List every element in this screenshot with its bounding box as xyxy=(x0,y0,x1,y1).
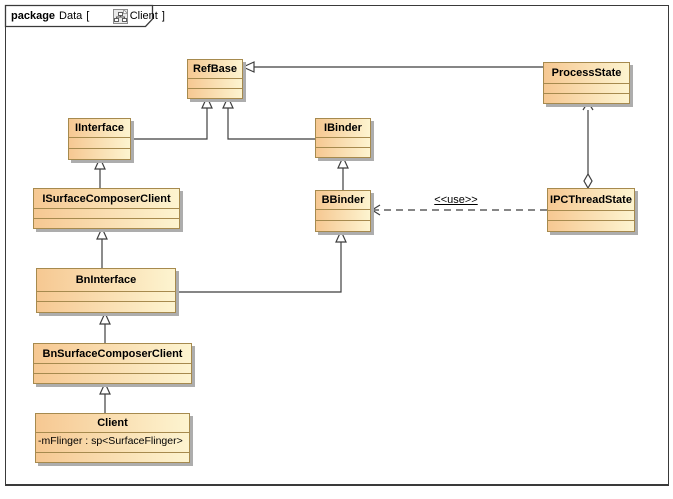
diagram-name: Client xyxy=(129,10,158,22)
operations-compartment xyxy=(34,218,179,228)
operations-compartment xyxy=(316,220,370,231)
class-name: ProcessState xyxy=(551,67,622,79)
attribute-mflinger: -mFlinger : sp<SurfaceFlinger> xyxy=(38,435,183,447)
class-name: IPCThreadState xyxy=(550,193,632,206)
class-name: IInterface xyxy=(75,122,124,134)
class-name: RefBase xyxy=(192,63,238,75)
class-name: Client xyxy=(97,417,128,429)
attributes-compartment: -mFlinger : sp<SurfaceFlinger> xyxy=(36,432,189,452)
class-refbase[interactable]: RefBase xyxy=(187,59,243,99)
class-iinterface[interactable]: IInterface xyxy=(68,118,131,160)
class-name: BBinder xyxy=(321,194,365,206)
operations-compartment xyxy=(544,93,629,103)
attributes-compartment xyxy=(548,210,634,220)
class-isurfacecomposerclient[interactable]: ISurfaceComposerClient xyxy=(33,188,180,229)
attributes-compartment xyxy=(316,137,370,147)
class-bninterface[interactable]: BnInterface xyxy=(36,268,176,313)
class-processstate[interactable]: ProcessState xyxy=(543,62,630,104)
operations-compartment xyxy=(188,88,242,98)
operations-compartment xyxy=(69,148,130,159)
operations-compartment xyxy=(316,147,370,157)
close-bracket: ] xyxy=(161,10,165,22)
operations-compartment xyxy=(36,452,189,462)
attributes-compartment xyxy=(37,291,175,301)
class-ipcthreadstate[interactable]: IPCThreadState xyxy=(547,188,635,232)
class-bnsurfacecomposerclient[interactable]: BnSurfaceComposerClient xyxy=(33,343,192,384)
attributes-compartment xyxy=(34,363,191,373)
package-keyword: package xyxy=(11,10,56,22)
attributes-compartment xyxy=(544,83,629,93)
open-bracket: [ xyxy=(86,10,90,22)
class-client[interactable]: Client -mFlinger : sp<SurfaceFlinger> xyxy=(35,413,190,463)
attributes-compartment xyxy=(188,78,242,88)
class-diagram-icon xyxy=(94,8,129,24)
class-name: IBinder xyxy=(324,122,362,134)
operations-compartment xyxy=(37,301,175,312)
use-stereotype-label: <<use>> xyxy=(434,194,478,206)
package-tab: package Data [ Client ] xyxy=(11,8,165,24)
class-name: BnInterface xyxy=(75,274,137,286)
package-scope-name: Data xyxy=(59,10,83,22)
operations-compartment xyxy=(548,220,634,231)
class-ibinder[interactable]: IBinder xyxy=(315,118,371,158)
class-name: ISurfaceComposerClient xyxy=(42,192,171,205)
class-bbinder[interactable]: BBinder xyxy=(315,190,371,232)
attributes-compartment xyxy=(34,208,179,218)
class-name: BnSurfaceComposerClient xyxy=(42,347,183,360)
attributes-compartment xyxy=(316,209,370,220)
attributes-compartment xyxy=(69,137,130,148)
operations-compartment xyxy=(34,373,191,383)
